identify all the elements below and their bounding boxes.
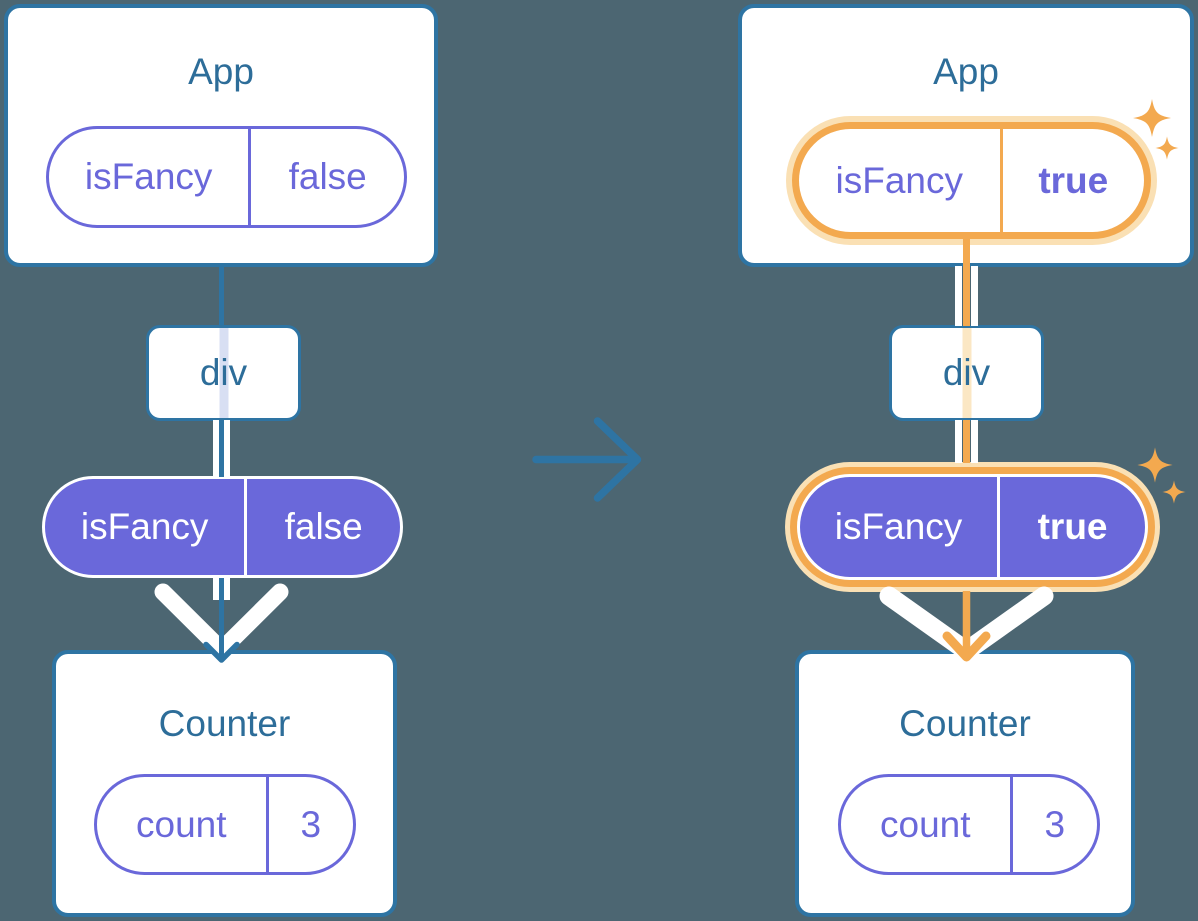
div-node-card-after: div (889, 325, 1044, 421)
prop-name: isFancy (800, 477, 1001, 577)
counter-component-card-before: Counter count 3 (52, 650, 397, 917)
state-pill-after: count 3 (838, 774, 1100, 875)
component-title: App (933, 51, 999, 92)
right-arrow-icon (532, 417, 642, 502)
prop-value: true (1037, 506, 1108, 547)
prop-name: isFancy (799, 129, 1003, 232)
component-title: Counter (158, 703, 291, 744)
component-title: Counter (899, 703, 1031, 744)
component-title: App (188, 51, 254, 92)
prop-pill-after-highlighted: isFancy true (799, 129, 1144, 232)
passed-prop-pill-after-highlighted: isFancy true (800, 477, 1145, 577)
prop-value: true (1038, 159, 1109, 201)
prop-trace-stripe (219, 328, 228, 418)
state-value: 3 (1044, 803, 1066, 845)
div-label: div (942, 352, 991, 393)
state-name: count (841, 777, 1013, 872)
div-to-pill-connector-after (955, 420, 978, 463)
prop-name: isFancy (45, 479, 248, 575)
div-to-pill-connector-before (213, 420, 230, 477)
down-arrow-icon (879, 586, 1054, 662)
prop-pill-before: isFancy false (46, 126, 407, 228)
prop-value: false (288, 156, 367, 197)
app-component-card-before: App isFancy false (4, 4, 438, 267)
prop-name: isFancy (49, 129, 252, 225)
div-node-card-before: div (146, 325, 301, 421)
state-pill-before: count 3 (94, 774, 356, 875)
state-name: count (97, 777, 269, 872)
prop-value: false (284, 506, 363, 547)
down-arrow-icon (154, 578, 289, 663)
prop-trace-stripe (962, 328, 971, 418)
counter-component-card-after: Counter count 3 (795, 650, 1135, 917)
app-component-card-after: App isFancy true (738, 4, 1194, 267)
passed-prop-pill-before: isFancy false (42, 476, 403, 578)
div-label: div (199, 352, 248, 393)
state-value: 3 (300, 803, 322, 845)
sparkles-icon (1137, 447, 1186, 504)
